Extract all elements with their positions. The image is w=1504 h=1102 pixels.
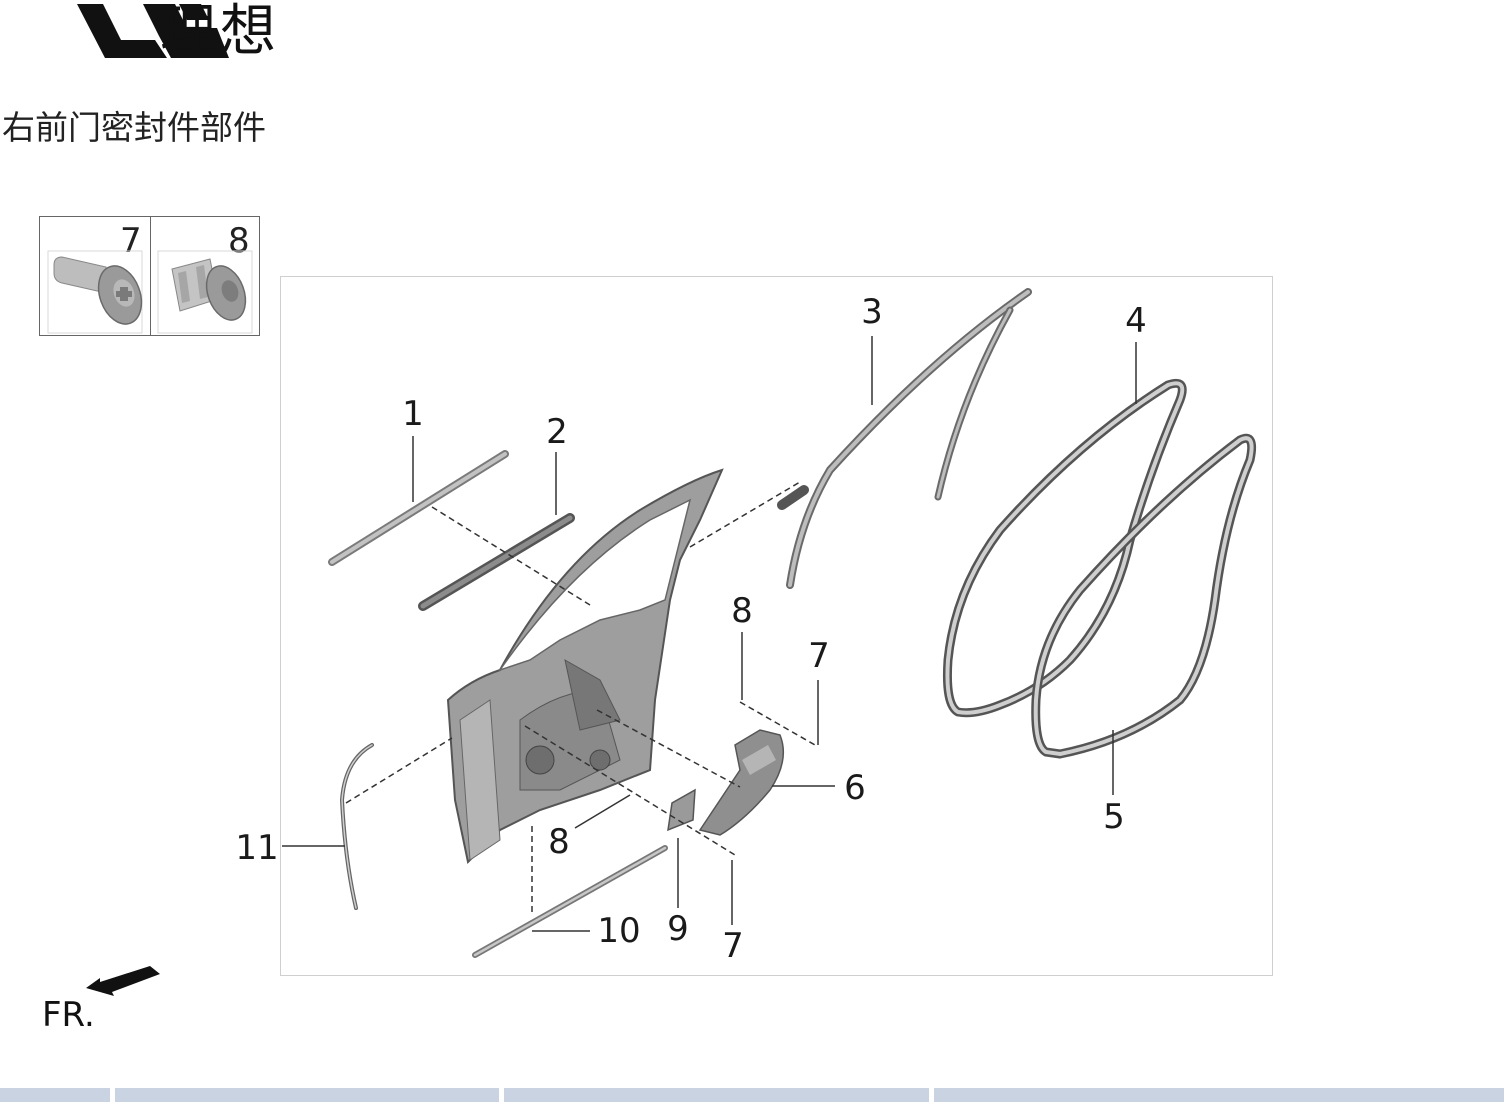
callout-1: 1 [402,394,424,434]
assembly-lines [345,481,816,914]
part-3-glass-run-channel [777,288,1032,589]
brand-logo-icon [77,4,229,58]
part-9-pad [667,788,696,832]
screw-icon [53,256,143,325]
footer-cell [934,1088,1504,1102]
front-direction-arrow-icon [86,966,160,996]
leader-lines [282,336,1137,932]
callout-9: 9 [667,909,689,949]
footer-cell [115,1088,499,1102]
callout-6: 6 [844,768,866,808]
part-6-seal-pad [698,729,785,836]
callout-5: 5 [1103,797,1125,837]
callout-4: 4 [1125,301,1147,341]
callout-11: 11 [235,828,279,868]
door-panel [446,468,724,865]
part-2-inner-belt-strip [418,513,575,611]
footer-cell [0,1088,110,1102]
callout-3: 3 [861,292,883,332]
inset-label-7: 7 [120,221,142,261]
footer-bar [0,1088,1504,1102]
page-title: 右前门密封件部件 [2,108,266,147]
fastener-illustrations [47,250,253,334]
part-10-lower-strip [472,845,668,958]
inset-label-8: 8 [228,221,250,261]
callout-8-upper: 8 [731,591,753,631]
part-5-door-weatherstrip [1031,433,1257,759]
callout-7-lower: 7 [722,926,744,966]
part-11-front-seal [339,743,374,910]
front-direction-label: FR. [42,995,95,1035]
brand-name: 理想 [160,0,280,64]
callout-2: 2 [546,412,568,452]
clip-icon [171,258,247,321]
diagram-frame [280,276,1273,976]
callout-7-upper: 7 [808,636,830,676]
callout-10: 10 [597,911,641,951]
inset-divider [150,217,151,336]
footer-cell [504,1088,929,1102]
fastener-inset: 7 8 [39,216,260,336]
part-4-body-side-weatherstrip [943,378,1187,718]
part-1-outer-belt-strip [328,450,509,566]
callout-8-lower: 8 [548,822,570,862]
